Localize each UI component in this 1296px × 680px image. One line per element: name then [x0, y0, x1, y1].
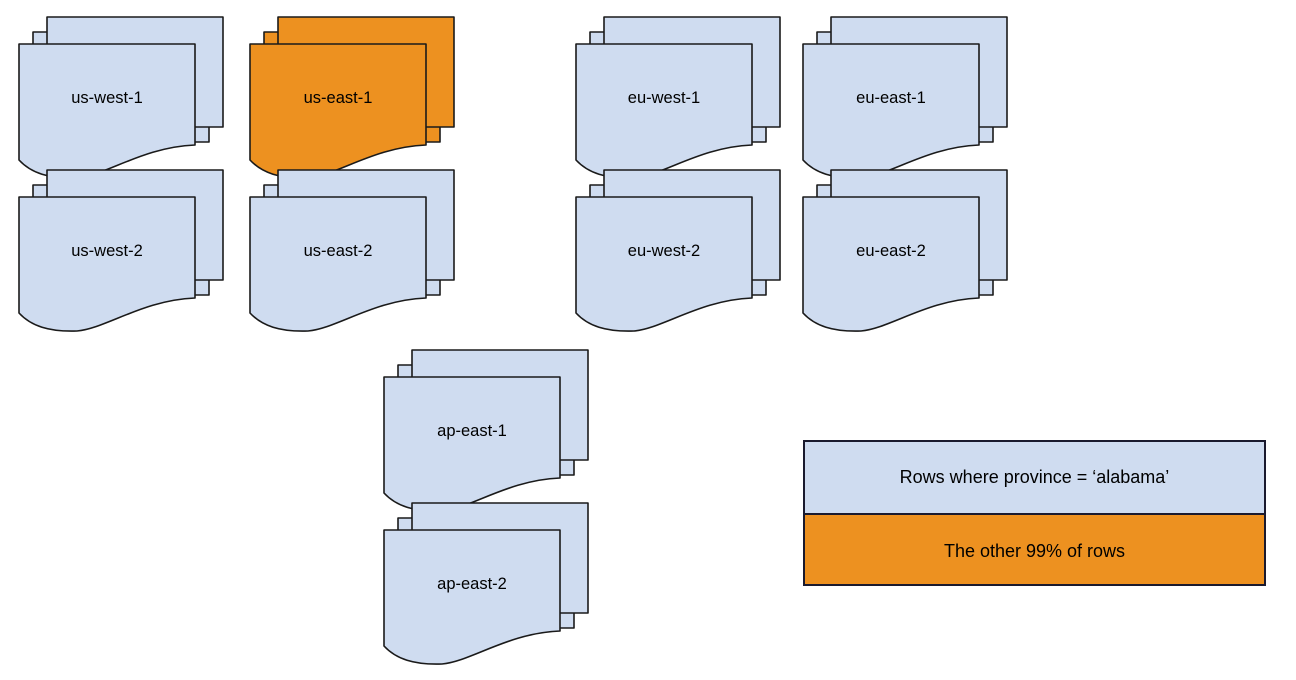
document-sheet-front — [18, 43, 196, 179]
legend-row-alabama-rows: Rows where province = ‘alabama’ — [805, 442, 1264, 515]
document-sheet-front — [249, 196, 427, 332]
document-stack-us-east-1[interactable]: us-east-1 — [247, 12, 469, 182]
document-stack-graphic: eu-east-1 — [802, 16, 1008, 179]
document-stack-graphic: eu-west-1 — [575, 16, 781, 179]
document-stack-label: eu-east-2 — [856, 242, 926, 260]
document-sheet-front — [575, 43, 753, 179]
document-stack-ap-east-2[interactable]: ap-east-2 — [381, 498, 603, 668]
document-stack-graphic: ap-east-1 — [383, 349, 589, 512]
document-stack-graphic: ap-east-2 — [383, 502, 589, 665]
document-stack-us-west-2[interactable]: us-west-2 — [16, 165, 238, 335]
document-stack-eu-east-2[interactable]: eu-east-2 — [800, 165, 1022, 335]
document-stack-label: us-west-2 — [71, 242, 143, 260]
document-stack-graphic: eu-west-2 — [575, 169, 781, 332]
document-stack-label: us-west-1 — [71, 89, 143, 107]
document-stack-label: ap-east-2 — [437, 575, 507, 593]
legend-label: The other 99% of rows — [943, 541, 1126, 561]
legend-row-other-rows: The other 99% of rows — [805, 515, 1264, 584]
document-stack-label: ap-east-1 — [437, 422, 507, 440]
document-stack-eu-west-2[interactable]: eu-west-2 — [573, 165, 795, 335]
document-stack-graphic: us-west-1 — [18, 16, 224, 179]
document-sheet-front — [383, 376, 561, 512]
document-stack-us-east-2[interactable]: us-east-2 — [247, 165, 469, 335]
legend: Rows where province = ‘alabama’ The other… — [803, 440, 1266, 586]
document-sheet-front — [18, 196, 196, 332]
document-stack-label: us-east-1 — [304, 89, 373, 107]
document-sheet-front — [802, 196, 980, 332]
legend-label: Rows where province = ‘alabama’ — [899, 467, 1170, 487]
document-stack-graphic: us-east-1 — [249, 16, 455, 179]
document-stack-label: eu-east-1 — [856, 89, 926, 107]
document-stack-eu-west-1[interactable]: eu-west-1 — [573, 12, 795, 182]
document-stack-label: us-east-2 — [304, 242, 373, 260]
document-stack-ap-east-1[interactable]: ap-east-1 — [381, 345, 603, 515]
document-stack-label: eu-west-2 — [628, 242, 700, 260]
document-sheet-front — [802, 43, 980, 179]
document-stack-graphic: us-west-2 — [18, 169, 224, 332]
document-sheet-front — [575, 196, 753, 332]
document-stack-label: eu-west-1 — [628, 89, 700, 107]
document-stack-graphic: eu-east-2 — [802, 169, 1008, 332]
document-stack-eu-east-1[interactable]: eu-east-1 — [800, 12, 1022, 182]
document-sheet-front — [249, 43, 427, 179]
document-sheet-front — [383, 529, 561, 665]
document-stack-us-west-1[interactable]: us-west-1 — [16, 12, 238, 182]
document-stack-graphic: us-east-2 — [249, 169, 455, 332]
